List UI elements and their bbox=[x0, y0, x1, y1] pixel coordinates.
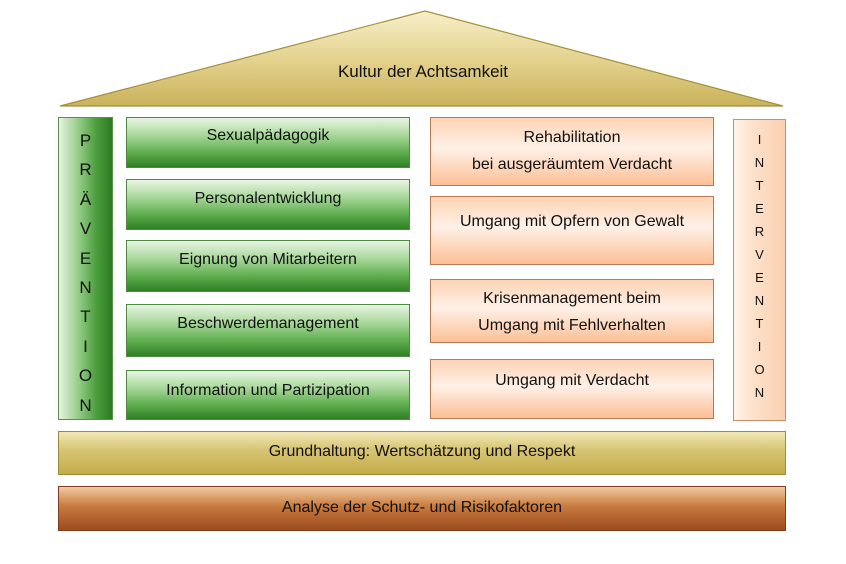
prevention-letter: V bbox=[79, 219, 92, 239]
intervention-item-line: Umgang mit Fehlverhalten bbox=[478, 317, 666, 334]
intervention-letter: I bbox=[757, 132, 762, 147]
intervention-letter: R bbox=[754, 224, 765, 239]
roof bbox=[59, 10, 784, 107]
prevention-letter: P bbox=[79, 131, 92, 150]
prevention-letter: O bbox=[78, 366, 93, 386]
intervention-item-rehabilitation: Rehabilitation bei ausgeräumtem Verdacht bbox=[430, 117, 714, 186]
intervention-letter: N bbox=[754, 155, 765, 170]
intervention-item-krisenmanagement: Krisenmanagement beim Umgang mit Fehlver… bbox=[430, 279, 714, 343]
intervention-letter: N bbox=[754, 293, 765, 308]
prevention-letter: Ä bbox=[79, 189, 92, 209]
base-analyse: Analyse der Schutz- und Risikofaktoren bbox=[58, 486, 786, 531]
prevention-pillar: P R Ä V E N T I O N bbox=[58, 117, 113, 420]
intervention-item-verdacht: Umgang mit Verdacht bbox=[430, 359, 714, 419]
intervention-letter: O bbox=[754, 362, 765, 377]
intervention-letter: I bbox=[757, 339, 762, 354]
prevention-letter: E bbox=[79, 248, 92, 268]
intervention-pillar: I N T E R V E N T I O N bbox=[733, 119, 786, 421]
prevention-letter: N bbox=[79, 395, 92, 415]
prevention-item-beschwerdemanagement: Beschwerdemanagement bbox=[126, 304, 410, 357]
prevention-letter: I bbox=[83, 336, 88, 356]
intervention-item-line: Umgang mit Verdacht bbox=[495, 372, 649, 389]
foundation-grundhaltung: Grundhaltung: Wertschätzung und Respekt bbox=[58, 431, 786, 475]
intervention-letter: T bbox=[755, 178, 764, 193]
prevention-item-personalentwicklung: Personalentwicklung bbox=[126, 179, 410, 230]
roof-label: Kultur der Achtsamkeit bbox=[337, 62, 509, 81]
prevention-letter: N bbox=[79, 278, 92, 298]
intervention-item-line: Rehabilitation bbox=[523, 129, 621, 146]
intervention-item-opfer: Umgang mit Opfern von Gewalt bbox=[430, 196, 714, 265]
prevention-item-eignung: Eignung von Mitarbeitern bbox=[126, 240, 410, 292]
intervention-item-line: bei ausgeräumtem Verdacht bbox=[471, 156, 673, 173]
intervention-letter: N bbox=[754, 385, 765, 400]
intervention-item-line: Krisenmanagement beim bbox=[483, 290, 661, 307]
prevention-letter: R bbox=[79, 160, 92, 180]
prevention-item-information: Information und Partizipation bbox=[126, 370, 410, 420]
intervention-letter: T bbox=[755, 316, 764, 331]
intervention-letter: E bbox=[755, 201, 764, 216]
prevention-item-sexualpaedagogik: Sexualpädagogik bbox=[126, 117, 410, 168]
prevention-letter: T bbox=[80, 307, 91, 327]
intervention-item-line: Umgang mit Opfern von Gewalt bbox=[459, 213, 685, 230]
intervention-letter: V bbox=[755, 247, 764, 262]
intervention-letter: E bbox=[755, 270, 764, 285]
